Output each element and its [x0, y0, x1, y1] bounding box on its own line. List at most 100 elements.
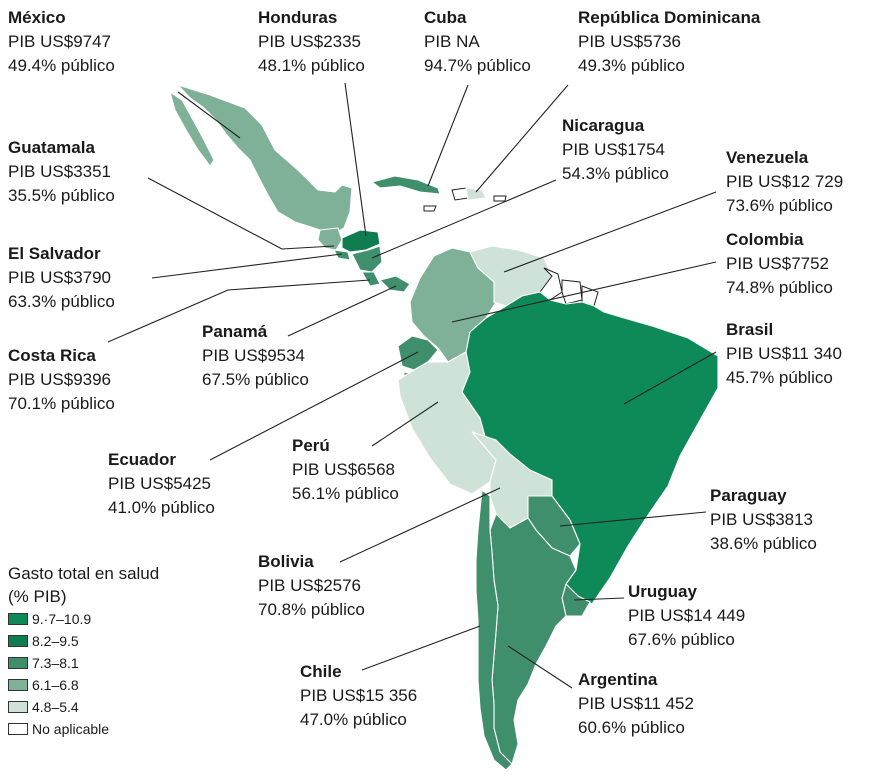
region-chile — [475, 489, 513, 771]
label-bolivia: Bolivia PIB US$2576 70.8% público — [258, 550, 365, 622]
country-pib: PIB NA — [424, 32, 480, 51]
country-name: Colombia — [726, 230, 804, 249]
country-public: 70.1% público — [8, 394, 115, 413]
country-name: Chile — [300, 662, 342, 681]
leader-venezuela — [503, 191, 717, 273]
legend-swatch — [8, 723, 28, 735]
region-panama — [379, 275, 411, 293]
label-colombia: Colombia PIB US$7752 74.8% público — [726, 228, 833, 300]
legend-label: 6.1–6.8 — [32, 677, 79, 693]
label-el-salvador: El Salvador PIB US$3790 63.3% público — [8, 242, 115, 314]
leader-ecuador — [209, 351, 419, 461]
legend-item: 8.2–9.5 — [8, 630, 159, 652]
country-pib: PIB US$5736 — [578, 32, 682, 51]
country-name: México — [8, 8, 66, 27]
country-pib: PIB US$6568 — [292, 460, 396, 479]
leader-peru — [371, 401, 439, 447]
label-honduras: Honduras PIB US$2335 48.1% público — [258, 6, 365, 78]
legend-swatch — [8, 679, 28, 691]
legend-label: 8.2–9.5 — [32, 633, 79, 649]
country-pib: PIB US$9396 — [8, 370, 112, 389]
leader-uruguay — [573, 597, 625, 601]
label-republica-dominicana: República Dominicana PIB US$5736 49.3% p… — [578, 6, 760, 78]
country-pib: PIB US$11 452 — [578, 694, 694, 713]
legend-swatch — [8, 701, 28, 713]
legend-item: 9.·7–10.9 — [8, 608, 159, 630]
country-pib: PIB US$9747 — [8, 32, 112, 51]
leader-cuba — [427, 84, 469, 187]
legend-label: No aplicable — [32, 721, 110, 737]
country-name: República Dominicana — [578, 8, 761, 27]
region-suriname — [561, 279, 583, 305]
country-public: 35.5% público — [8, 186, 115, 205]
label-chile: Chile PIB US$15 356 47.0% público — [300, 660, 417, 732]
country-pib: PIB US$9534 — [202, 346, 306, 365]
legend-label: 4.8–5.4 — [32, 699, 79, 715]
legend-label: 7.3–8.1 — [32, 655, 79, 671]
legend-swatch — [8, 635, 28, 647]
country-public: 48.1% público — [258, 56, 365, 75]
country-name: Nicaragua — [562, 116, 645, 135]
country-pib: PIB US$3813 — [710, 510, 814, 529]
country-public: 41.0% público — [108, 498, 215, 517]
leader-guatemala-b — [281, 245, 335, 250]
legend-swatch — [8, 613, 28, 625]
country-public: 70.8% público — [258, 600, 365, 619]
country-name: Panamá — [202, 322, 268, 341]
region-nicaragua — [351, 245, 383, 273]
leader-republica-dominicana — [475, 84, 569, 193]
label-costa-rica: Costa Rica PIB US$9396 70.1% público — [8, 344, 115, 416]
country-public: 74.8% público — [726, 278, 833, 297]
country-name: Honduras — [258, 8, 338, 27]
leader-argentina — [507, 645, 573, 689]
label-nicaragua: Nicaragua PIB US$1754 54.3% público — [562, 114, 669, 186]
country-pib: PIB US$5425 — [108, 474, 212, 493]
label-ecuador: Ecuador PIB US$5425 41.0% público — [108, 448, 215, 520]
country-pib: PIB US$7752 — [726, 254, 830, 273]
country-name: Argentina — [578, 670, 658, 689]
country-pib: PIB US$2335 — [258, 32, 362, 51]
leader-costa-rica-b — [227, 279, 371, 291]
country-name: Cuba — [424, 8, 467, 27]
legend-item: No aplicable — [8, 718, 159, 740]
leader-panama — [287, 285, 397, 337]
leader-costa-rica — [107, 289, 229, 343]
legend-swatch — [8, 657, 28, 669]
leader-lines — [107, 82, 717, 689]
country-public: 54.3% público — [562, 164, 669, 183]
country-name: Brasil — [726, 320, 774, 339]
region-republica-dominicana — [465, 187, 487, 201]
leader-colombia — [451, 261, 717, 323]
region-baja — [169, 91, 215, 167]
leader-paraguay — [559, 511, 707, 527]
country-public: 67.6% público — [628, 630, 735, 649]
country-public: 73.6% público — [726, 196, 833, 215]
region-el-salvador — [333, 249, 351, 261]
country-public: 94.7% público — [424, 56, 531, 75]
region-mexico — [177, 84, 353, 237]
country-name: Paraguay — [710, 486, 787, 505]
leader-honduras — [344, 82, 367, 237]
label-guatemala: Guatamala PIB US$3351 35.5% público — [8, 136, 115, 208]
label-mexico: México PIB US$9747 49.4% público — [8, 6, 115, 78]
country-public: 56.1% público — [292, 484, 399, 503]
leader-chile — [361, 625, 481, 671]
label-peru: Perú PIB US$6568 56.1% público — [292, 434, 399, 506]
country-public: 45.7% público — [726, 368, 833, 387]
label-argentina: Argentina PIB US$11 452 60.6% público — [578, 668, 694, 740]
region-haiti — [451, 187, 469, 201]
region-cuba — [371, 175, 441, 195]
leader-el-salvador — [151, 253, 343, 279]
legend-item: 6.1–6.8 — [8, 674, 159, 696]
legend-label: 9.·7–10.9 — [32, 611, 92, 627]
country-public: 49.4% público — [8, 56, 115, 75]
label-panama: Panamá PIB US$9534 67.5% público — [202, 320, 309, 392]
label-cuba: Cuba PIB NA 94.7% público — [424, 6, 531, 78]
region-puerto-rico — [493, 195, 507, 202]
legend-subtitle: (% PIB) — [8, 587, 67, 606]
legend-item: 4.8–5.4 — [8, 696, 159, 718]
label-paraguay: Paraguay PIB US$3813 38.6% público — [710, 484, 817, 556]
country-name: Venezuela — [726, 148, 809, 167]
country-pib: PIB US$11 340 — [726, 344, 842, 363]
